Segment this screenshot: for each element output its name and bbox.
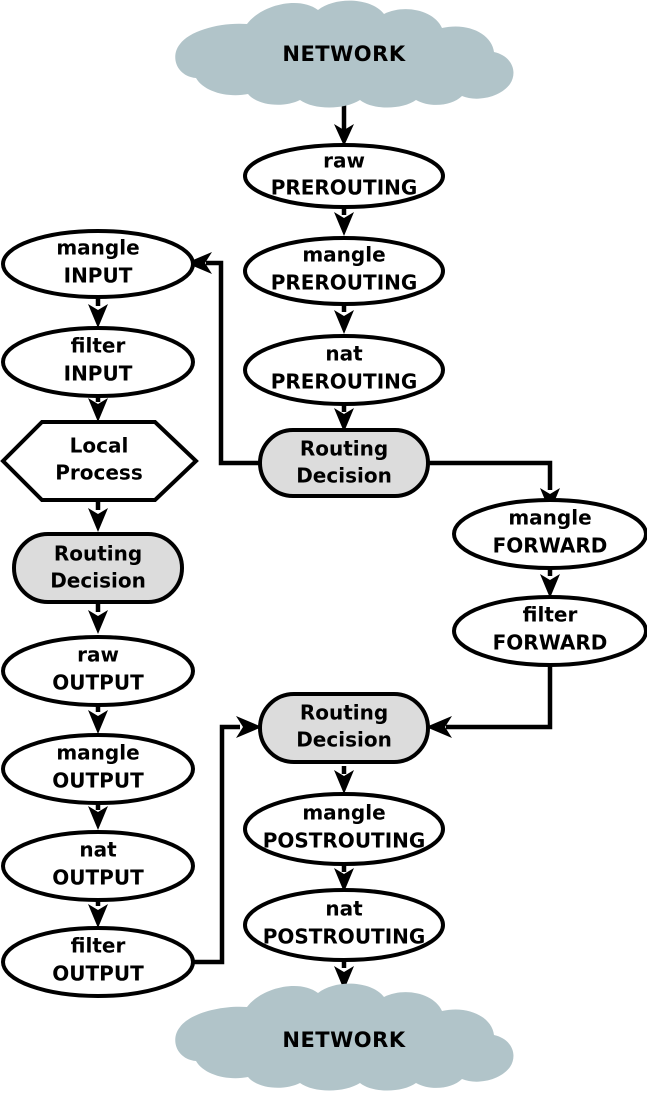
node-routing-decision-2-line2: Decision (50, 569, 146, 593)
edge-mangle-post-to-nat-post (334, 864, 354, 892)
node-mangle-postrouting-chain: POSTROUTING (263, 829, 426, 853)
network-cloud-bottom: NETWORK (175, 983, 514, 1091)
network-cloud-bottom-label: NETWORK (282, 1028, 405, 1052)
node-filter-forward-chain: FORWARD (493, 631, 608, 655)
edge-mangle-output-to-nat-output (88, 802, 108, 830)
node-filter-forward: filter FORWARD (452, 595, 647, 667)
node-filter-output-chain: OUTPUT (52, 962, 144, 986)
node-raw-output: raw OUTPUT (1, 635, 195, 707)
edge-mangle-input-to-filter-input (88, 297, 108, 328)
edge-routing-2-to-raw-output (88, 604, 108, 634)
edge-routing-3-to-mangle-postrouting (334, 766, 354, 794)
edge-nat-prerouting-to-routing-1 (334, 404, 354, 432)
node-nat-output-chain: OUTPUT (52, 866, 144, 890)
node-raw-prerouting-table: raw (323, 149, 365, 173)
node-nat-output: nat OUTPUT (1, 830, 195, 902)
node-routing-decision-1: Routing Decision (258, 428, 430, 498)
edge-mangle-forward-to-filter-forward (540, 568, 560, 598)
node-nat-prerouting-table: nat (325, 342, 363, 366)
node-nat-postrouting-chain: POSTROUTING (263, 925, 426, 949)
edge-filter-input-to-local-process (88, 396, 108, 422)
edge-raw-to-mangle-prerouting (334, 206, 354, 236)
node-routing-decision-1-line2: Decision (296, 464, 392, 488)
node-mangle-input: mangle INPUT (1, 229, 195, 299)
node-filter-output-table: filter (71, 934, 126, 958)
node-mangle-forward: mangle FORWARD (452, 498, 647, 570)
node-routing-decision-3-line2: Decision (296, 728, 392, 752)
network-cloud-top-label: NETWORK (282, 42, 405, 66)
node-routing-decision-2-line1: Routing (54, 542, 142, 566)
node-nat-output-table: nat (79, 838, 117, 862)
edge-mangle-to-nat-prerouting (334, 303, 354, 334)
node-mangle-postrouting-table: mangle (302, 801, 385, 825)
node-raw-prerouting: raw PREROUTING (243, 143, 445, 209)
node-raw-prerouting-chain: PREROUTING (271, 176, 418, 200)
node-nat-prerouting: nat PREROUTING (243, 334, 445, 406)
node-mangle-prerouting: mangle PREROUTING (243, 236, 445, 306)
edge-filter-forward-to-routing-3 (426, 662, 553, 738)
network-cloud-top: NETWORK (175, 0, 514, 108)
node-mangle-forward-chain: FORWARD (493, 534, 608, 558)
node-routing-decision-3: Routing Decision (258, 692, 430, 764)
node-mangle-input-table: mangle (56, 236, 139, 260)
node-filter-input-table: filter (71, 334, 126, 358)
node-filter-forward-table: filter (523, 603, 578, 627)
edge-local-process-to-routing-2 (88, 501, 108, 532)
edge-routing-1-to-mangle-input (186, 252, 262, 466)
node-routing-decision-2: Routing Decision (12, 532, 184, 604)
node-filter-input-chain: INPUT (64, 362, 133, 386)
node-nat-prerouting-chain: PREROUTING (271, 370, 418, 394)
node-mangle-output-chain: OUTPUT (52, 769, 144, 793)
node-local-process: Local Process (0, 420, 199, 502)
node-mangle-output: mangle OUTPUT (1, 733, 195, 805)
edge-raw-output-to-mangle-output (88, 705, 108, 734)
node-local-process-line1: Local (70, 434, 129, 458)
edge-nat-output-to-filter-output (88, 899, 108, 928)
node-nat-postrouting-table: nat (325, 897, 363, 921)
node-filter-input: filter INPUT (1, 326, 195, 398)
node-routing-decision-3-line1: Routing (300, 701, 388, 725)
edge-filter-output-to-routing-3 (190, 716, 262, 965)
node-mangle-forward-table: mangle (508, 506, 591, 530)
node-mangle-prerouting-chain: PREROUTING (271, 271, 418, 295)
node-raw-output-table: raw (77, 643, 119, 667)
node-mangle-output-table: mangle (56, 741, 139, 765)
node-mangle-prerouting-table: mangle (302, 243, 385, 267)
node-filter-output: filter OUTPUT (1, 926, 195, 998)
node-routing-decision-1-line1: Routing (300, 437, 388, 461)
node-nat-postrouting: nat POSTROUTING (243, 888, 445, 962)
node-local-process-line2: Process (55, 461, 143, 485)
node-mangle-input-chain: INPUT (64, 264, 133, 288)
node-mangle-postrouting: mangle POSTROUTING (243, 792, 445, 866)
node-raw-output-chain: OUTPUT (52, 671, 144, 695)
